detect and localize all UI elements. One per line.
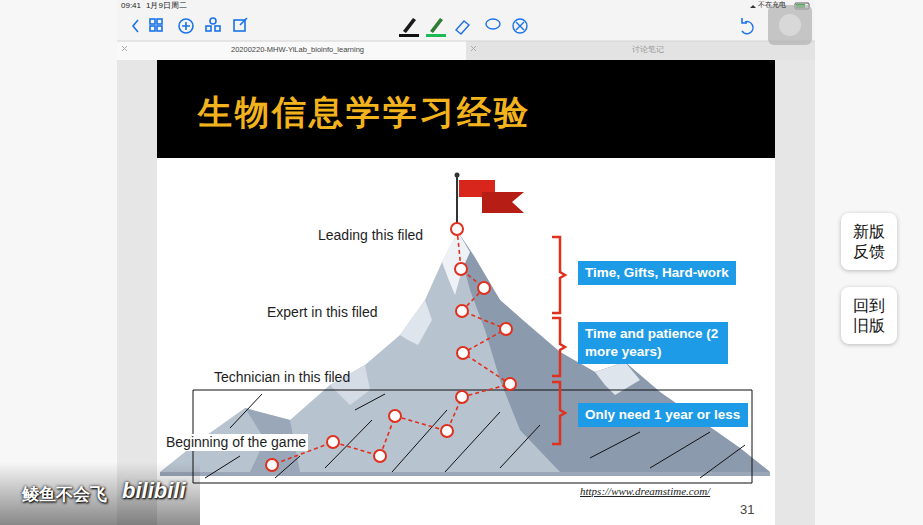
floating-button (768, 5, 812, 45)
flag-tail (482, 192, 524, 213)
climb-path (272, 229, 510, 465)
note-text: Only need 1 year or less (585, 406, 741, 424)
level-label: Leading this filed (318, 227, 423, 244)
watermark-shade (0, 462, 200, 525)
watermark-logo: bilibili (122, 478, 186, 504)
toolbar (117, 12, 815, 41)
level-label: Expert in this filed (267, 304, 378, 321)
wifi-icon (750, 5, 756, 8)
pen-tools (399, 18, 527, 37)
status-charging: 不在充电 (758, 1, 786, 9)
tab-title: 20200220-MHW-YiLab_bioinfo_learning (231, 45, 364, 54)
note-text: Time and patience (2 more years) (585, 325, 721, 360)
flag-pole (456, 175, 458, 229)
side-button: 回到 旧版 (841, 287, 897, 344)
screen (117, 0, 815, 525)
level-label: Technician in this filed (214, 369, 350, 386)
blue-note-box: Only need 1 year or less (578, 403, 748, 427)
status-date: 1月9日周二 (146, 1, 187, 11)
tab-active (117, 41, 466, 60)
source-url: https://www.dreamstime.com/ (580, 485, 710, 498)
mountain-illustration (160, 232, 770, 476)
toolbar-icons (133, 18, 753, 34)
page-number: 31 (740, 502, 754, 518)
tab-close-icon (122, 46, 127, 51)
floating-button-dot (779, 14, 801, 36)
button-text: 新版 反馈 (851, 222, 886, 262)
divider (117, 41, 815, 42)
side-button: 新版 反馈 (841, 213, 897, 270)
flag-pole-top (455, 173, 460, 178)
level-label: Beginning of the game (164, 434, 308, 451)
status-bar (117, 0, 815, 12)
blue-note-box: Time and patience (2 more years) (578, 322, 728, 364)
tab-inactive (466, 41, 815, 60)
button-text: 回到 旧版 (851, 296, 886, 336)
note-text: Time, Gifts, Hard-work (585, 264, 729, 282)
tab-close-icon (471, 46, 476, 51)
slide (157, 60, 775, 525)
slide-title: 生物信息学学习经验 (198, 92, 531, 133)
red-brackets (552, 237, 565, 444)
tab-title: 讨论笔记 (632, 45, 664, 54)
status-time: 09:41 (121, 1, 141, 11)
slide-title-bar (157, 60, 775, 158)
blue-note-box: Time, Gifts, Hard-work (578, 261, 736, 285)
watermark: 鲮鱼不会飞 (22, 485, 107, 505)
